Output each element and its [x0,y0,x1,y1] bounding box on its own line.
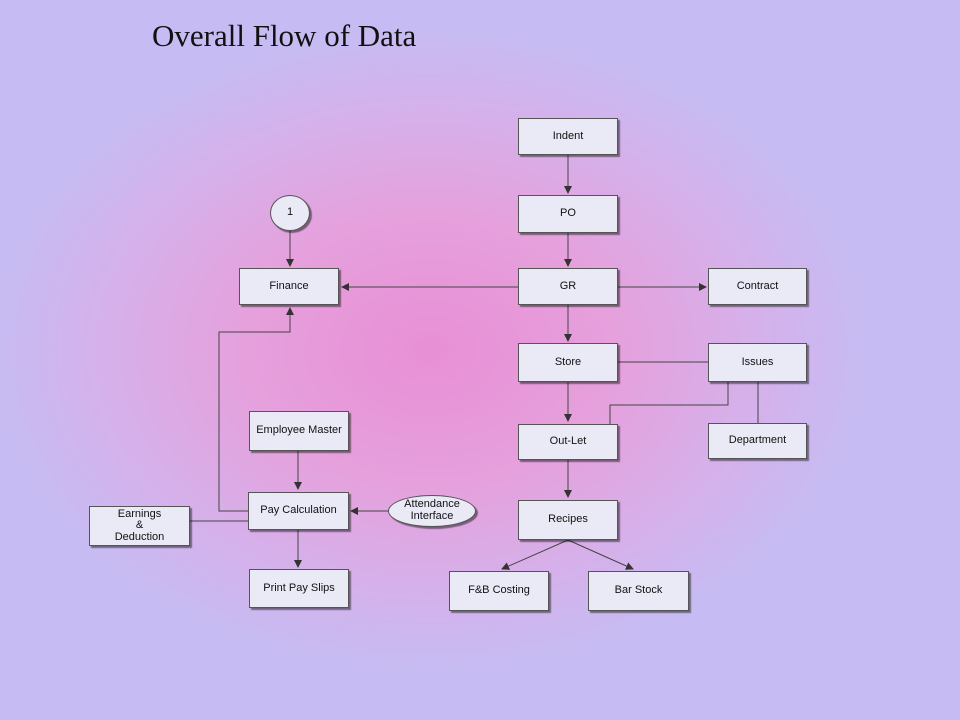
finance-box: Finance [239,268,339,305]
fb-costing-box: F&B Costing [449,571,549,611]
store-box: Store [518,343,618,382]
print-pay-slips-box: Print Pay Slips [249,569,349,608]
recipes-box: Recipes [518,500,618,540]
employee-master-box: Employee Master [249,411,349,451]
attendance-interface-oval: Attendance Interface [388,495,476,527]
gr-box: GR [518,268,618,305]
line-issues-outlet [609,382,729,424]
outlet-box: Out-Let [518,424,618,460]
connector-circle: 1 [270,195,310,231]
earnings-deduction-box: Earnings & Deduction [89,506,190,546]
po-box: PO [518,195,618,233]
contract-box: Contract [708,268,807,305]
arrow-recipes-fbcosting [501,539,569,570]
indent-box: Indent [518,118,618,155]
department-box: Department [708,423,807,459]
arrow-pay-finance [218,307,294,512]
arrow-recipes-barstock [567,539,634,570]
issues-box: Issues [708,343,807,382]
pay-calculation-box: Pay Calculation [248,492,349,530]
page-title: Overall Flow of Data [152,18,417,53]
bar-stock-box: Bar Stock [588,571,689,611]
